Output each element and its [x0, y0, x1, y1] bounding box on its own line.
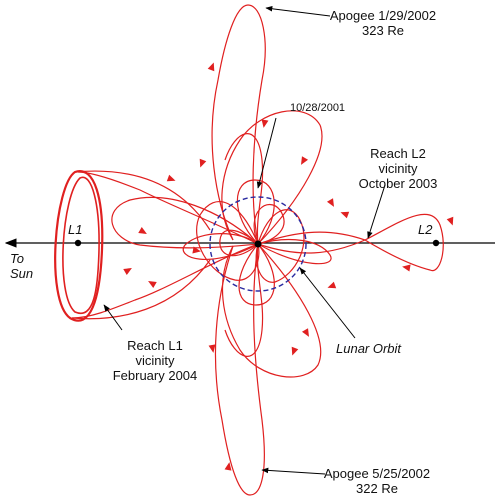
reach-l2-line3: October 2003 [358, 176, 438, 191]
side-loop-left [111, 196, 259, 249]
bottom-apogee-loop [214, 243, 265, 496]
direction-arrow [301, 328, 309, 337]
l1-transfer-outer [71, 170, 211, 320]
direction-arrow [208, 344, 216, 353]
reach-l1-label: Reach L1 vicinity February 2004 [100, 338, 210, 383]
top-apogee-loop [211, 4, 266, 245]
to-sun-line2: Sun [10, 266, 34, 281]
to-sun-label: To Sun [10, 251, 33, 281]
trajectory-direction-arrows [123, 62, 454, 471]
outer-loop-lower [222, 243, 322, 378]
apogee-bottom-line1: Apogee 5/25/2002 [323, 466, 431, 481]
spacecraft-trajectory [54, 4, 444, 496]
l1-halo-orbit-1 [54, 170, 104, 322]
lunar-orbit-circle [209, 196, 307, 292]
lunar-orbit-leader [299, 267, 356, 339]
apogee-top-line2: 323 Re [362, 23, 404, 38]
direction-arrow [148, 281, 157, 289]
direction-arrow [207, 62, 215, 72]
apogee-bottom-line2: 322 Re [356, 481, 398, 496]
direction-arrow [402, 264, 411, 272]
apogee-bottom-leader [261, 467, 326, 475]
l1-point [74, 239, 82, 247]
date-marker-label: 10/28/2001 [290, 102, 346, 114]
lunar-orbit-label: Lunar Orbit [336, 341, 402, 356]
direction-arrow [123, 268, 132, 276]
reach-l2-label: Reach L2 vicinity October 2003 [348, 146, 448, 191]
l2-lobe [257, 213, 444, 272]
reach-l2-line1: Reach L2 [370, 146, 426, 161]
direction-arrow [446, 216, 454, 226]
near-earth-loop-3 [182, 233, 259, 260]
near-earth-loop-4 [236, 179, 275, 245]
near-earth-loop-7 [253, 204, 285, 245]
apogee-top-line1: Apogee 1/29/2002 [329, 8, 437, 23]
direction-arrow [199, 158, 207, 168]
reach-l2-line2: vicinity [378, 161, 418, 176]
apogee-bottom-label: Apogee 5/25/2002 322 Re [322, 466, 432, 496]
direction-arrow [166, 174, 176, 182]
reach-l1-leader [103, 304, 123, 331]
near-earth-loop-8 [219, 229, 259, 257]
direction-arrow [340, 211, 350, 219]
apogee-top-leader [265, 6, 331, 17]
near-earth-loop-1 [196, 200, 260, 281]
direction-arrow [327, 281, 337, 289]
reach-l1-line3: February 2004 [112, 368, 198, 383]
apogee-top-label: Apogee 1/29/2002 323 Re [328, 8, 438, 38]
l1-transfer-lower [71, 243, 259, 319]
direction-arrow [224, 462, 232, 471]
l1-label: L1 [68, 222, 83, 237]
near-earth-loop-2 [255, 209, 305, 283]
outer-loop-upper [221, 110, 323, 245]
earth-point [254, 240, 262, 248]
direction-arrow [326, 198, 334, 207]
reach-l2-leader [367, 184, 386, 239]
reach-l1-line1: Reach L1 [127, 338, 183, 353]
direction-arrow [291, 346, 299, 356]
to-sun-line1: To [10, 251, 24, 266]
direction-arrow [261, 119, 269, 128]
direction-arrow [301, 156, 309, 165]
near-earth-loop-6 [257, 238, 332, 265]
direction-arrow [138, 226, 147, 234]
l2-label: L2 [418, 222, 433, 237]
l1-transfer-upper [77, 171, 259, 245]
reach-l1-line2: vicinity [135, 353, 175, 368]
date-marker-leader [256, 117, 277, 189]
l2-point [432, 239, 440, 247]
direction-arrow [192, 246, 201, 254]
l1-halo-orbit-2 [62, 176, 100, 315]
near-earth-loop-5 [238, 243, 275, 306]
